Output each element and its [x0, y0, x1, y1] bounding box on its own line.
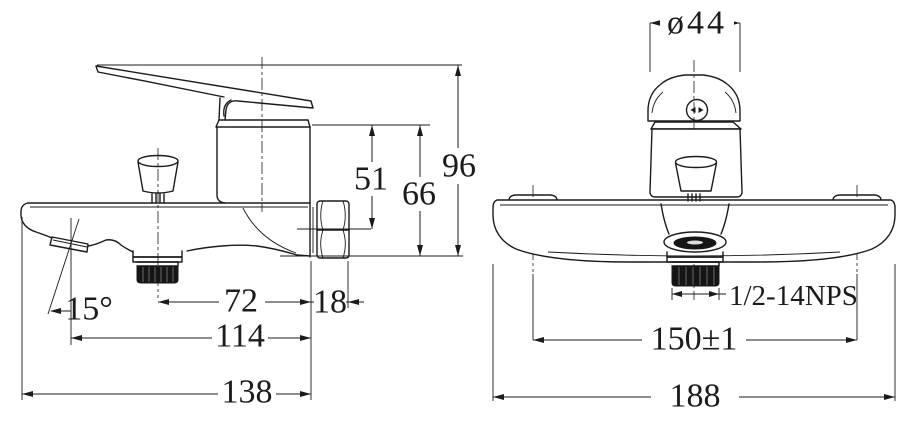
dim-body-height-label: 66: [402, 176, 436, 213]
spout-outlet-thread-side: [132, 250, 183, 284]
front-view-extension-lines: [492, 23, 896, 401]
front-view-drawing: ø44 1/2-14NPS 150±1 188: [492, 5, 896, 415]
wall-escutcheon-left: [508, 194, 558, 201]
side-view-extension-lines: [21, 64, 463, 400]
side-view-drawing: 96 66 51 72 18 114 138 15°: [20, 57, 479, 411]
spout-angle-construction: [47, 218, 80, 345]
dim-thread-spec-label: 1/2-14NPS: [729, 280, 858, 312]
wall-escutcheon-right: [832, 194, 882, 201]
diverter-knob-side: [137, 154, 179, 204]
cartridge-housing: [215, 119, 311, 204]
mixer-body-front: [492, 199, 896, 263]
diverter-knob-front: [674, 155, 718, 202]
dim-total-height-label: 96: [442, 148, 476, 185]
dim-nut-depth-label: 18: [313, 284, 347, 321]
dim-overall-depth-label: 138: [222, 374, 273, 411]
dim-spout-reach-label: 114: [215, 318, 265, 355]
faucet-lever-handle-side: [95, 65, 314, 121]
coupling-nut: [297, 200, 371, 259]
dim-outlet-to-wall-label: 72: [224, 283, 258, 320]
spout-outlet-front: [660, 203, 730, 287]
faucet-lever-handle-front: [647, 74, 741, 122]
dim-nut-center-height-label: 51: [354, 161, 388, 198]
dim-overall-width-label: 188: [670, 378, 721, 415]
handle-logo-badge: [685, 98, 709, 122]
spout-body-side: [20, 202, 314, 258]
dim-handle-diameter-label: ø44: [667, 5, 727, 42]
dim-spout-angle-label: 15°: [65, 291, 113, 328]
dim-inlet-spacing-label: 150±1: [651, 321, 738, 358]
